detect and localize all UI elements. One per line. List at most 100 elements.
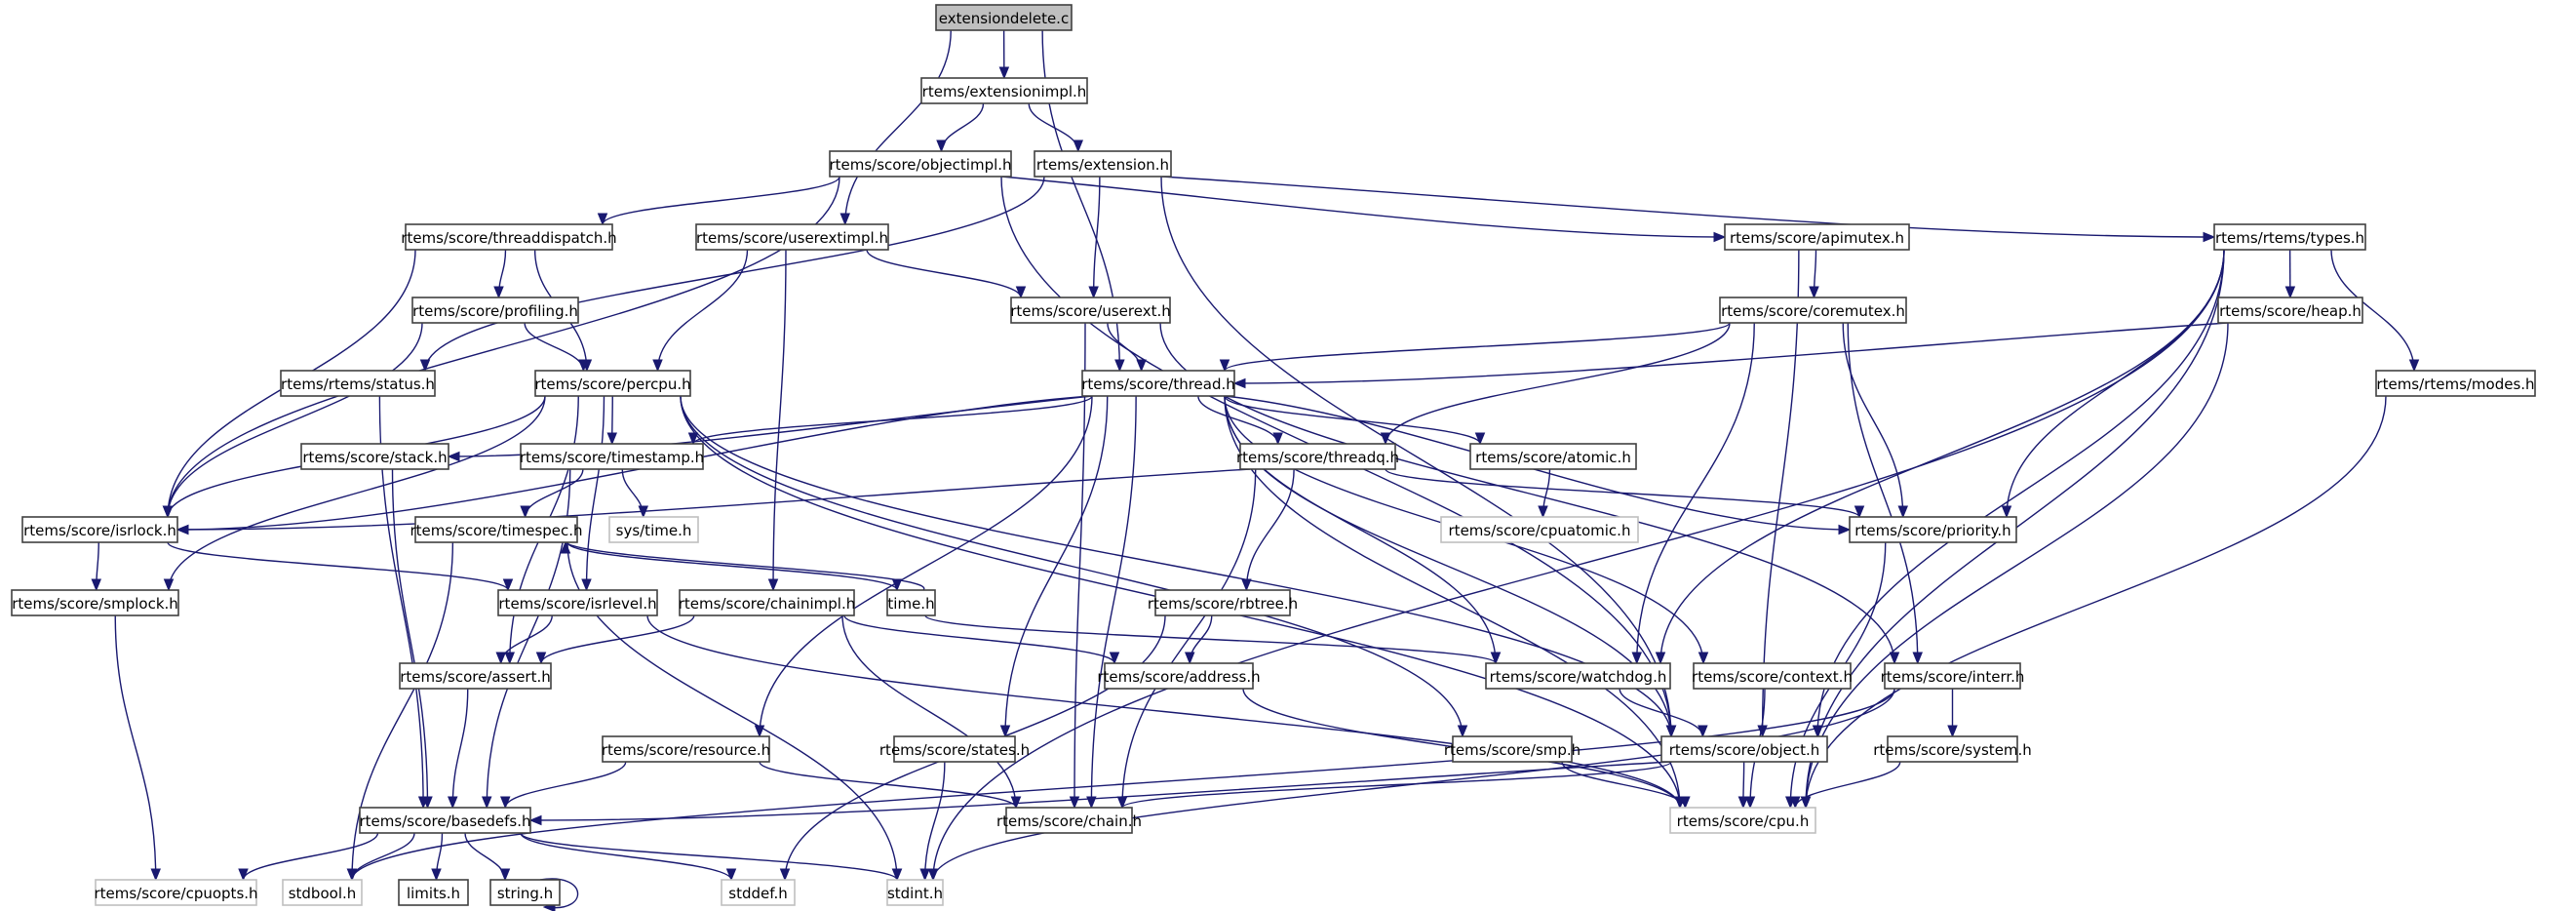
graph-node-threadq[interactable]: rtems/score/threadq.h: [1236, 443, 1399, 470]
node-label: rtems/score/smp.h: [1444, 741, 1581, 759]
node-box: [1239, 443, 1396, 470]
edge-threadq-to-priority: [1385, 468, 1860, 518]
graph-node-atomic[interactable]: rtems/score/atomic.h: [1469, 443, 1637, 470]
graph-node-extensiondelete[interactable]: extensiondelete.c: [935, 4, 1073, 31]
edge-userextimpl-to-userext: [866, 249, 1022, 298]
arrowhead-icon: [1790, 796, 1801, 810]
graph-node-objectimpl[interactable]: rtems/score/objectimpl.h: [829, 150, 1012, 178]
arrowhead-icon: [1010, 796, 1022, 810]
edge-assert-to-basedefs: [451, 688, 469, 809]
graph-node-stddef[interactable]: stddef.h: [721, 879, 796, 906]
graph-node-rbtree[interactable]: rtems/score/rbtree.h: [1148, 589, 1298, 616]
arrowhead-icon: [493, 286, 504, 299]
edge-object-to-chain: [1121, 761, 1672, 809]
graph-node-states[interactable]: rtems/score/states.h: [879, 735, 1030, 763]
graph-node-thread[interactable]: rtems/score/thread.h: [1081, 370, 1235, 397]
node-box: [21, 516, 178, 543]
edge-thread-to-timestamp: [692, 395, 1093, 445]
node-box: [1154, 589, 1291, 616]
arrowhead-icon: [504, 652, 515, 665]
graph-node-isrlock[interactable]: rtems/score/isrlock.h: [21, 516, 178, 543]
graph-node-resource[interactable]: rtems/score/resource.h: [602, 735, 770, 763]
graph-node-userextimpl[interactable]: rtems/score/userextimpl.h: [695, 223, 889, 251]
graph-node-apimutex[interactable]: rtems/score/apimutex.h: [1724, 223, 1910, 251]
graph-node-status[interactable]: rtems/rtems/status.h: [280, 370, 436, 397]
arrowhead-icon: [1744, 796, 1756, 810]
edge-time-to-timespec: [565, 541, 925, 591]
arrowhead-icon: [606, 432, 617, 446]
graph-node-address[interactable]: rtems/score/address.h: [1097, 662, 1261, 690]
graph-node-smp[interactable]: rtems/score/smp.h: [1444, 735, 1581, 763]
node-box: [1010, 297, 1171, 324]
graph-node-smplock[interactable]: rtems/score/smplock.h: [11, 589, 179, 616]
graph-node-assert[interactable]: rtems/score/assert.h: [399, 662, 552, 690]
graph-node-watchdog[interactable]: rtems/score/watchdog.h: [1485, 662, 1671, 690]
graph-node-cpuopts[interactable]: rtems/score/cpuopts.h: [94, 879, 258, 906]
arrowhead-icon: [1889, 652, 1900, 665]
arrowhead-icon: [1698, 725, 1708, 738]
edge-heap-to-cpu: [1805, 322, 2229, 809]
node-box: [2375, 370, 2536, 397]
graph-node-object[interactable]: rtems/score/object.h: [1660, 735, 1828, 763]
arrowhead-icon: [1073, 139, 1083, 153]
edge-percpu-to-isrlevel: [585, 395, 605, 591]
graph-node-basedefs[interactable]: rtems/score/basedefs.h: [359, 807, 531, 834]
graph-node-stack[interactable]: rtems/score/stack.h: [300, 443, 449, 470]
arrowhead-icon: [1069, 796, 1080, 810]
graph-node-heap[interactable]: rtems/score/heap.h: [2217, 297, 2363, 324]
graph-node-types[interactable]: rtems/rtems/types.h: [2213, 223, 2366, 251]
graph-node-chainimpl[interactable]: rtems/score/chainimpl.h: [679, 589, 855, 616]
edge-chainimpl-to-chain: [841, 614, 1017, 809]
graph-node-isrlevel[interactable]: rtems/score/isrlevel.h: [497, 589, 658, 616]
graph-node-coremutex[interactable]: rtems/score/coremutex.h: [1719, 297, 1907, 324]
node-label: rtems/rtems/modes.h: [2376, 376, 2534, 393]
edge-types-to-watchdog: [1659, 249, 2225, 664]
arrowhead-icon: [1809, 286, 1819, 299]
edge-interr-to-stdbool: [351, 688, 1895, 881]
graph-node-extension[interactable]: rtems/extension.h: [1034, 150, 1172, 178]
graph-node-stdint[interactable]: stdint.h: [886, 879, 944, 906]
edge-modes-to-cpu: [1805, 395, 2387, 809]
graph-node-cpu[interactable]: rtems/score/cpu.h: [1669, 807, 1816, 834]
node-box: [679, 589, 855, 616]
graph-node-cpuatomic[interactable]: rtems/score/cpuatomic.h: [1440, 516, 1639, 543]
node-label: rtems/score/smplock.h: [12, 595, 178, 613]
arrowhead-icon: [927, 868, 939, 882]
arrowhead-icon: [163, 578, 175, 592]
graph-node-time[interactable]: time.h: [886, 589, 936, 616]
node-label: rtems/score/isrlock.h: [23, 522, 176, 539]
graph-node-limits[interactable]: limits.h: [398, 879, 469, 906]
graph-node-modes[interactable]: rtems/rtems/modes.h: [2375, 370, 2536, 397]
arrowhead-icon: [1136, 359, 1147, 373]
arrowhead-icon: [1015, 286, 1027, 299]
arrowhead-icon: [1109, 652, 1120, 665]
graph-node-systime[interactable]: sys/time.h: [608, 516, 699, 543]
graph-node-percpu[interactable]: rtems/score/percpu.h: [534, 370, 691, 397]
graph-node-string[interactable]: string.h: [489, 879, 561, 906]
graph-node-timespec[interactable]: rtems/score/timespec.h: [410, 516, 583, 543]
edge-extension-to-types: [1160, 176, 2215, 238]
node-box: [1724, 223, 1910, 251]
edge-isrlock-to-isrlevel: [167, 541, 509, 591]
node-label: limits.h: [407, 885, 460, 902]
node-label: stddef.h: [728, 885, 787, 902]
graph-node-threaddispatch[interactable]: rtems/score/threaddispatch.h: [401, 223, 617, 251]
graph-node-priority[interactable]: rtems/score/priority.h: [1849, 516, 2017, 543]
graph-node-system[interactable]: rtems/score/system.h: [1873, 735, 2032, 763]
edge-coremutex-to-interr: [1847, 322, 1919, 664]
edge-percpu-to-smp: [680, 395, 1464, 737]
graph-node-context[interactable]: rtems/score/context.h: [1692, 662, 1853, 690]
graph-node-profiling[interactable]: rtems/score/profiling.h: [411, 297, 579, 324]
node-box: [1452, 735, 1573, 763]
arrowhead-icon: [91, 578, 101, 592]
node-box: [1469, 443, 1637, 470]
graph-node-interr[interactable]: rtems/score/interr.h: [1881, 662, 2025, 690]
node-label: rtems/score/interr.h: [1881, 668, 2025, 686]
graph-node-chain[interactable]: rtems/score/chain.h: [996, 807, 1142, 834]
node-box: [1440, 516, 1639, 543]
graph-node-timestamp[interactable]: rtems/score/timestamp.h: [520, 443, 704, 470]
graph-node-userext[interactable]: rtems/score/userext.h: [1010, 297, 1171, 324]
graph-node-stdbool[interactable]: stdbool.h: [282, 879, 363, 906]
graph-node-extensionimpl[interactable]: rtems/extensionimpl.h: [920, 77, 1088, 104]
